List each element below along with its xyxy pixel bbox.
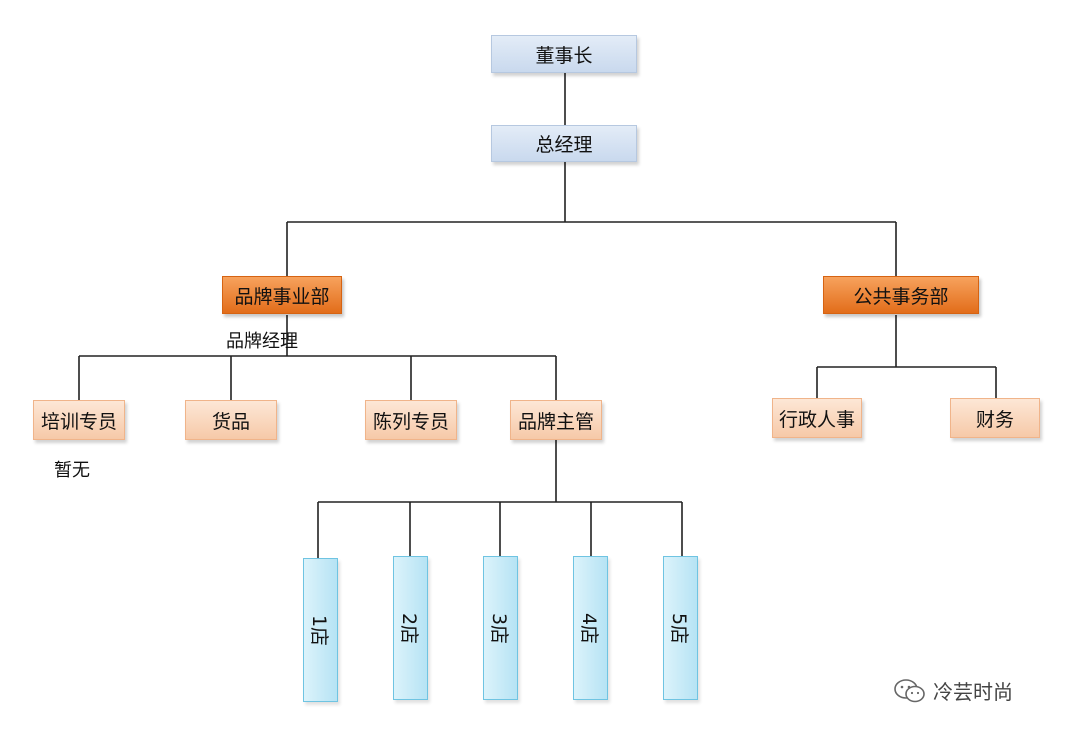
staff-label-finance: 财务 [975, 408, 1014, 431]
brand-division-label: 品牌事业部 [234, 285, 330, 308]
chairman-label: 董事长 [535, 44, 593, 67]
store-box-4: 4店 [573, 556, 608, 700]
brand-division-box: 品牌事业部 [222, 276, 342, 314]
store-box-2: 2店 [393, 556, 428, 700]
store-label-2: 2店 [398, 612, 420, 644]
store-box-3: 3店 [483, 556, 518, 700]
store-box-5: 5店 [663, 556, 698, 700]
staff-label-brand-supervisor: 品牌主管 [517, 410, 594, 433]
general-manager-label: 总经理 [535, 134, 593, 156]
store-box-1: 1店 [303, 558, 338, 702]
wechat-icon [894, 678, 925, 702]
general-manager-box: 总经理 [491, 125, 637, 162]
watermark: 冷芸时尚 [893, 676, 1013, 705]
store-label-3: 3店 [488, 612, 510, 644]
brand-division-note: 品牌经理 [226, 331, 298, 352]
staff-label-goods: 货品 [211, 410, 250, 433]
store-label-1: 1店 [308, 614, 330, 646]
chairman-box: 董事长 [491, 35, 637, 73]
training-note: 暂无 [54, 460, 90, 481]
staff-label-training: 培训专员 [40, 410, 117, 433]
staff-box-display: 陈列专员 [365, 400, 457, 440]
public-affairs-box: 公共事务部 [823, 276, 979, 314]
staff-box-admin-hr: 行政人事 [772, 398, 862, 438]
staff-box-training: 培训专员 [33, 400, 125, 440]
store-label-4: 4店 [578, 612, 600, 644]
store-label-5: 5店 [668, 612, 690, 644]
staff-label-display: 陈列专员 [372, 410, 449, 433]
staff-box-brand-supervisor: 品牌主管 [510, 400, 602, 440]
public-affairs-label: 公共事务部 [853, 285, 949, 308]
staff-box-goods: 货品 [185, 400, 277, 440]
watermark-text: 冷芸时尚 [933, 680, 1013, 704]
staff-label-admin-hr: 行政人事 [778, 408, 855, 431]
staff-box-finance: 财务 [950, 398, 1040, 438]
